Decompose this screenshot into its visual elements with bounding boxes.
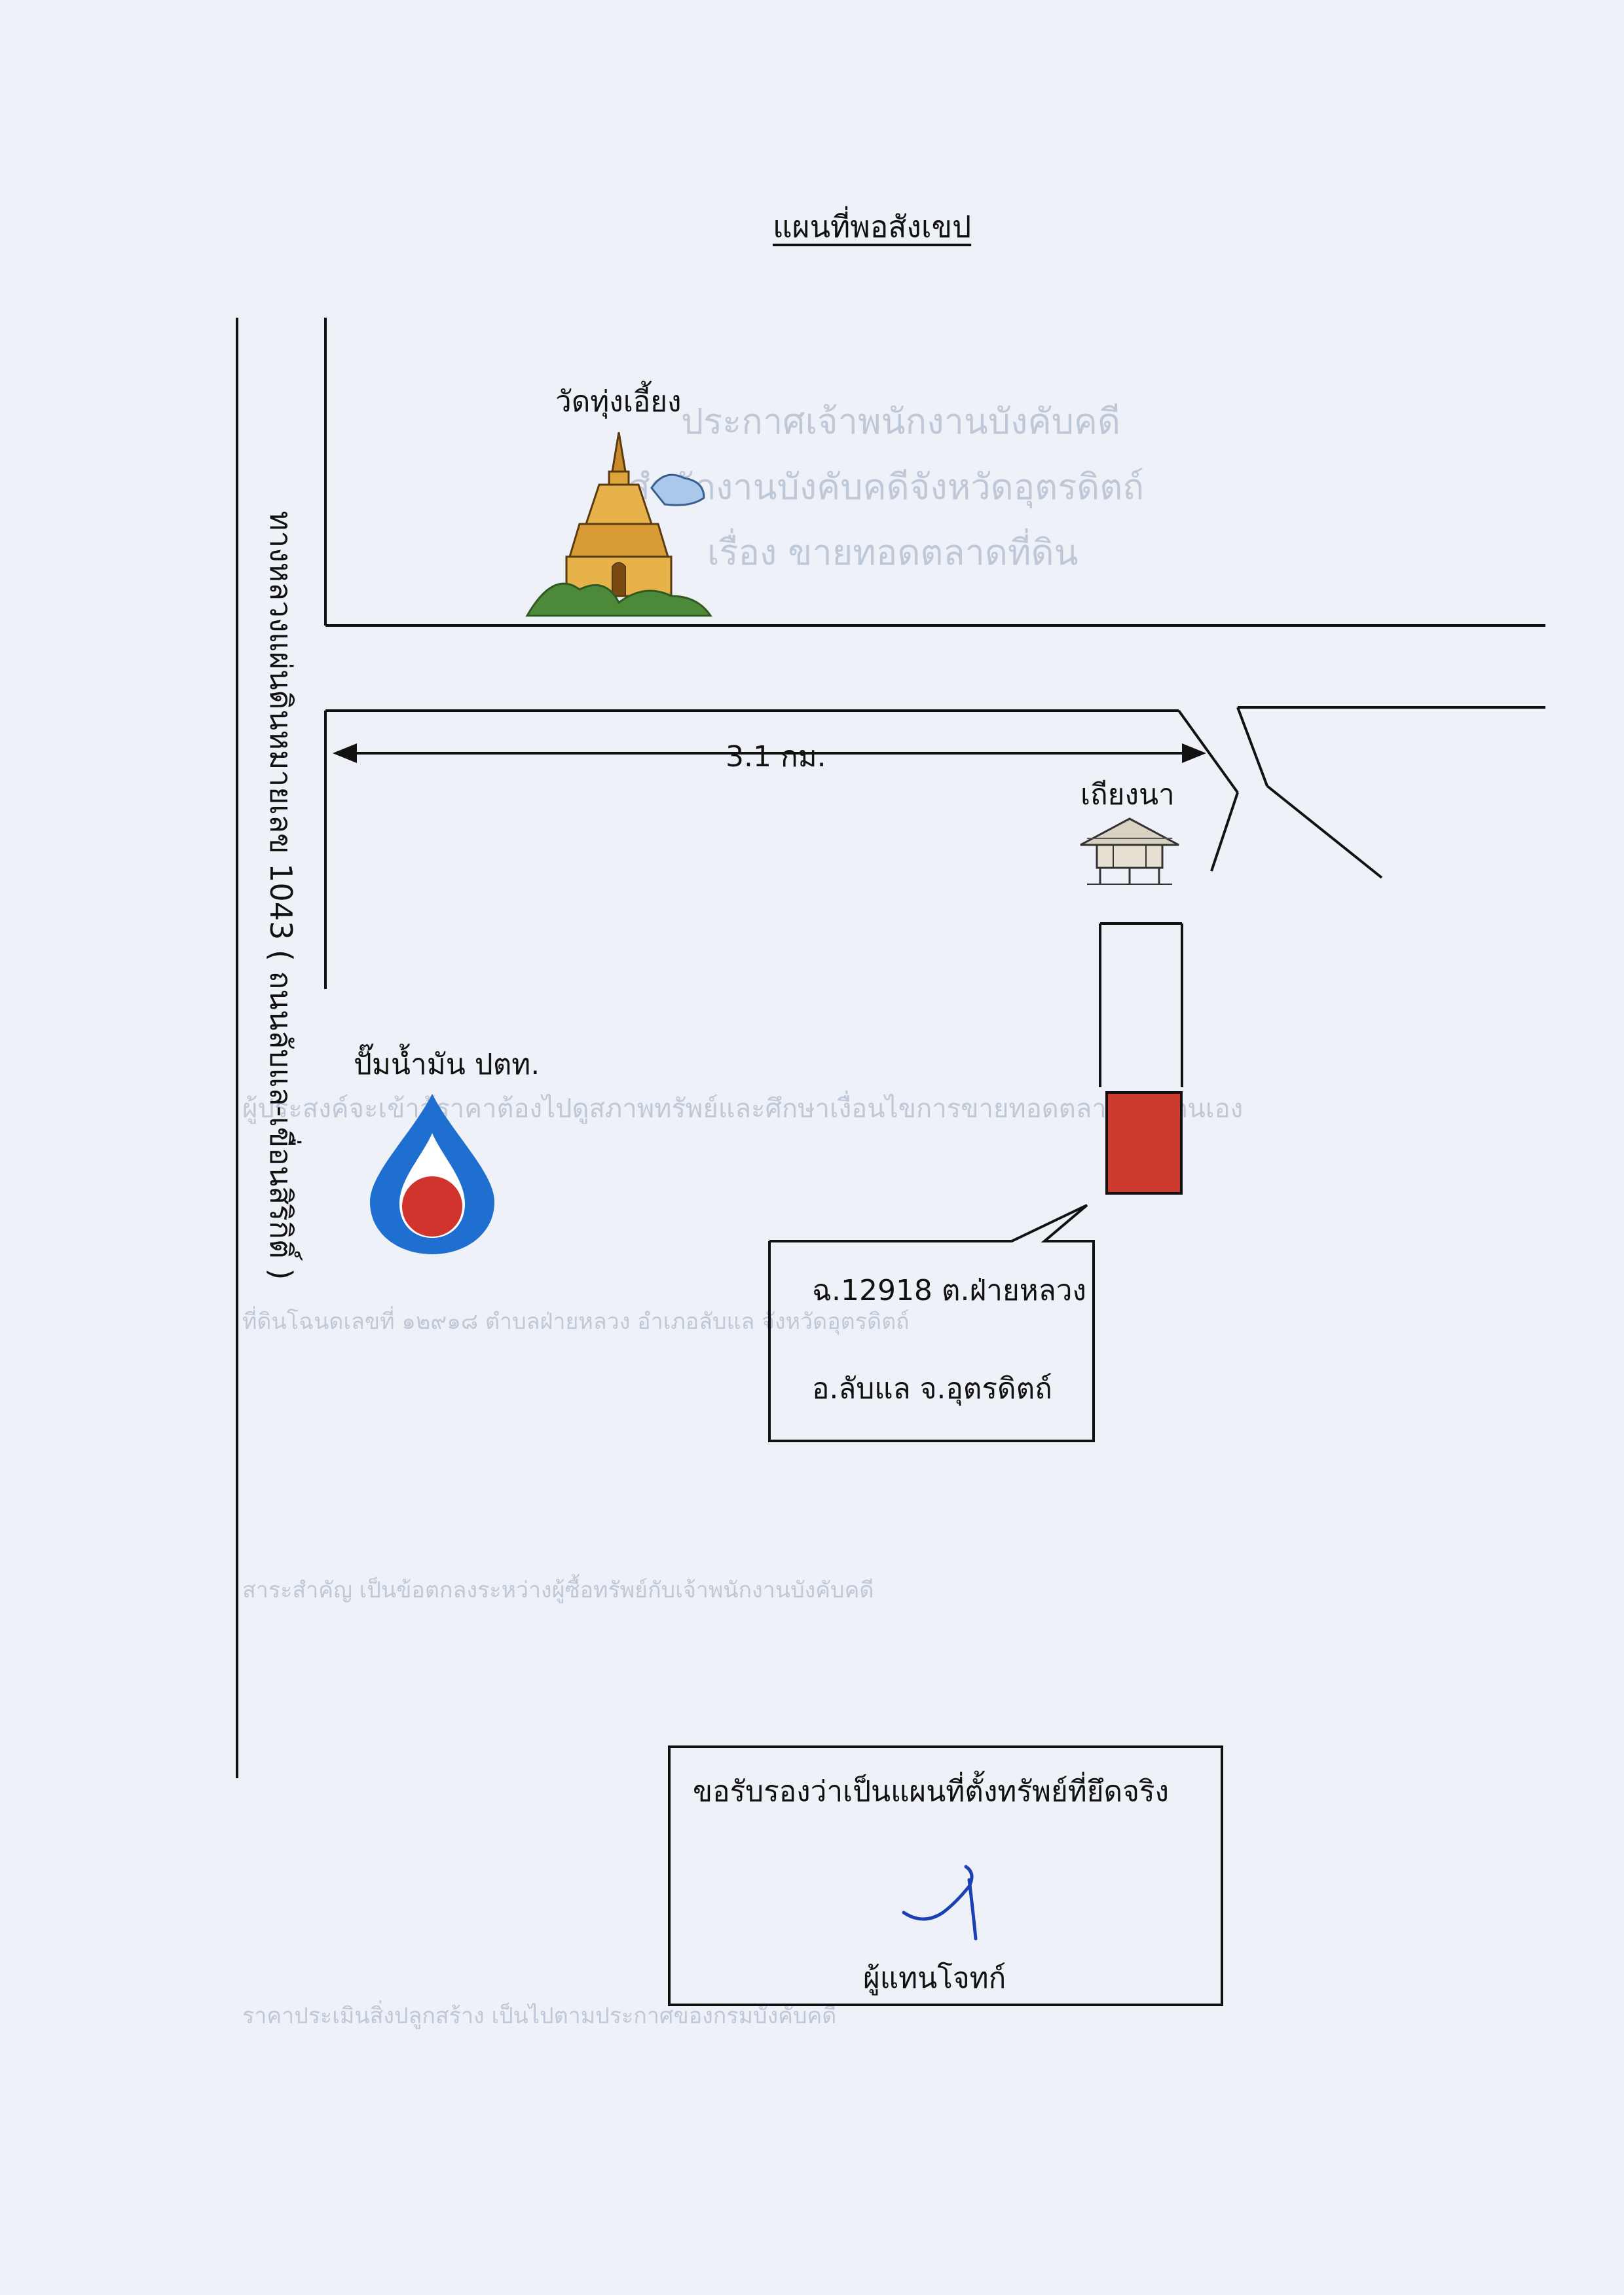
ghost-text: ผู้ประสงค์จะเข้าสู้ราคาต้องไปดูสภาพทรัพย… bbox=[242, 1094, 1244, 1124]
parcel-location-label: อ.ลับแล จ.อุตรดิตถ์ bbox=[812, 1372, 1052, 1406]
parcel-deed-label: ฉ.12918 ต.ฝ่ายหลวง bbox=[812, 1274, 1086, 1307]
ghost-text: เรื่อง ขายทอดตลาดที่ดิน bbox=[707, 532, 1079, 573]
temple-label: วัดทุ่งเอี้ยง bbox=[555, 385, 682, 419]
ghost-text: ราคาประเมินสิ่งปลูกสร้าง เป็นไปตามประกาศ… bbox=[242, 2003, 837, 2029]
hut-icon bbox=[1080, 817, 1179, 885]
signature-icon bbox=[902, 1865, 978, 1941]
certification-text: ขอรับรองว่าเป็นแผนที่ตั้งทรัพย์ที่ยึดจริ… bbox=[693, 1775, 1170, 1808]
ghost-text: ที่ดินโฉนดเลขที่ ๑๒๙๑๘ ตำบลฝ่ายหลวง อำเภ… bbox=[242, 1309, 910, 1335]
hut-label: เถียงนา bbox=[1080, 778, 1175, 812]
signer-label: ผู้แทนโจทก์ bbox=[863, 1962, 1006, 1995]
gas-station-label: ปั๊มน้ำมัน ปตท. bbox=[354, 1048, 540, 1081]
ptt-logo-icon bbox=[370, 1094, 494, 1254]
ghost-text: สาระสำคัญ เป็นข้อตกลงระหว่างผู้ซื้อทรัพย… bbox=[242, 1577, 874, 1603]
ghost-text: สำนักงานบังคับคดีจังหวัดอุตรดิตถ์ bbox=[629, 466, 1145, 508]
property-parcel bbox=[1105, 1091, 1183, 1195]
distance-label: 3.1 กม. bbox=[726, 740, 826, 774]
temple-icon bbox=[525, 432, 712, 617]
certification-box bbox=[668, 1745, 1223, 2006]
ghost-text: ประกาศเจ้าพนักงานบังคับคดี bbox=[681, 401, 1121, 442]
map-title: แผนที่พอสังเขป bbox=[773, 209, 972, 244]
